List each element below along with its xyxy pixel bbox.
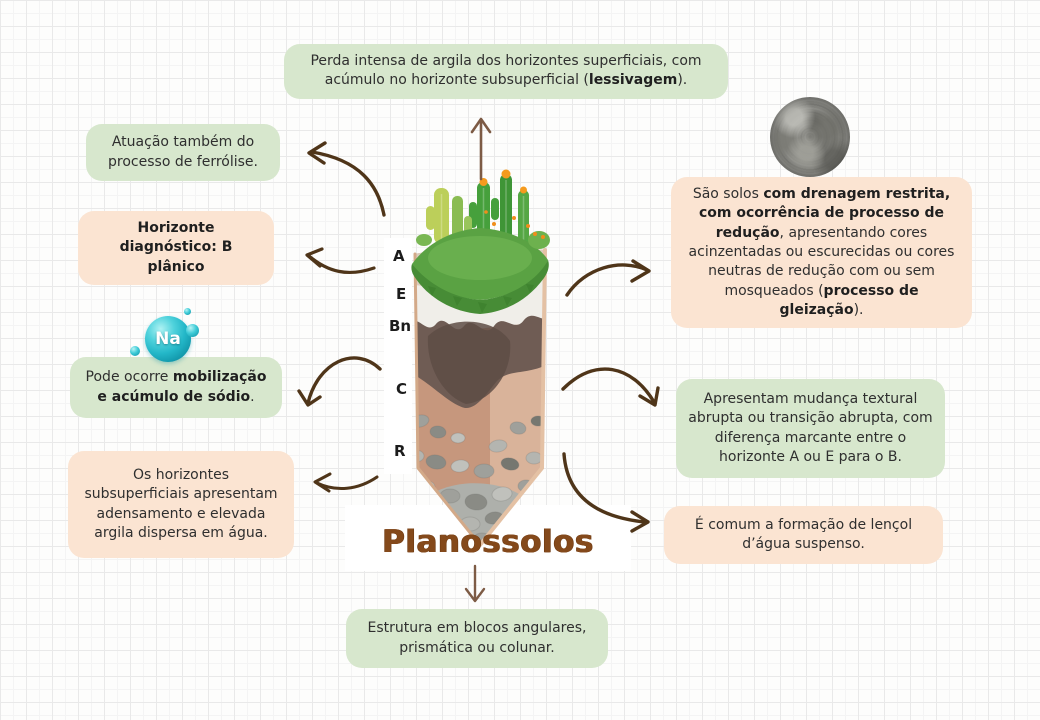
sodium-satellite-icon [184, 308, 191, 315]
note-text-bold: Horizonte diagnóstico: B plânico [119, 220, 233, 275]
arrow-to-estrutura-icon [464, 564, 486, 603]
arrow-to-sodio-icon [297, 356, 382, 407]
note-text: Estrutura em blocos angulares, prismátic… [367, 620, 587, 656]
arrow-to-mudanca-icon [561, 367, 660, 407]
note-text-bold: processo de gleização [779, 282, 919, 318]
note-subsuperficiais: Os horizontes subsuperficiais apresentam… [68, 451, 294, 558]
note-text: ). [677, 72, 688, 89]
sodium-symbol: Na [155, 329, 181, 349]
note-b-planico: Horizonte diagnóstico: B plânico [78, 211, 274, 285]
arrow-to-b-planico-icon [305, 247, 376, 275]
mottled-soil-image [770, 97, 850, 177]
block-right-edge [478, 248, 547, 547]
grass-top-icon [411, 210, 550, 314]
arrow-to-gleizacao-icon [565, 259, 651, 297]
arrow-to-ferrolise-icon [307, 141, 386, 217]
note-text: Pode ocorre [85, 369, 173, 386]
soil-profile-illustration [411, 169, 550, 547]
arrow-to-subsuperficiais-icon [313, 472, 379, 493]
note-text-bold: mobilização e acúmulo de sódio [97, 369, 267, 405]
note-text: . [250, 388, 255, 405]
page-title: Planossolos [382, 524, 594, 560]
horizon-label-bn: Bn [389, 317, 412, 335]
note-sodio: Pode ocorre mobilização e acúmulo de sód… [70, 357, 282, 418]
sodium-satellite-icon [130, 346, 140, 356]
note-text: É comum a formação de lençol d’água susp… [694, 516, 913, 552]
note-text: Os horizontes subsuperficiais apresentam… [84, 466, 278, 541]
note-text: Atuação também do processo de ferrólise. [108, 134, 258, 170]
horizon-label-strip [384, 238, 412, 474]
note-text: Apresentam mudança textural abrupta ou t… [688, 390, 933, 465]
note-ferrolise: Atuação também do processo de ferrólise. [86, 124, 280, 181]
note-lencol: É comum a formação de lençol d’água susp… [664, 506, 943, 564]
note-text: São solos [692, 186, 764, 202]
note-text: Perda intensa de argila dos horizontes s… [310, 53, 702, 89]
note-text: ). [853, 301, 864, 318]
horizon-label-r: R [394, 442, 406, 460]
note-gleizacao: São solos com drenagem restrita, com oco… [671, 177, 972, 329]
horizon-label-c: C [396, 380, 408, 398]
sodium-satellite-icon [186, 324, 199, 337]
note-text: , apresentando cores acinzentadas ou esc… [688, 224, 955, 299]
note-lessivagem: Perda intensa de argila dos horizontes s… [284, 44, 728, 99]
sodium-na-icon: Na [145, 316, 191, 362]
horizon-label-e: E [396, 285, 407, 303]
note-estrutura: Estrutura em blocos angulares, prismátic… [346, 609, 608, 668]
note-text-bold: lessivagem [588, 72, 678, 89]
note-text-bold: com drenagem restrita, com ocorrência de… [698, 186, 951, 241]
horizon-label-a: A [393, 247, 405, 265]
note-mudanca-textural: Apresentam mudança textural abrupta ou t… [676, 379, 945, 478]
block-left-edge [413, 252, 482, 547]
